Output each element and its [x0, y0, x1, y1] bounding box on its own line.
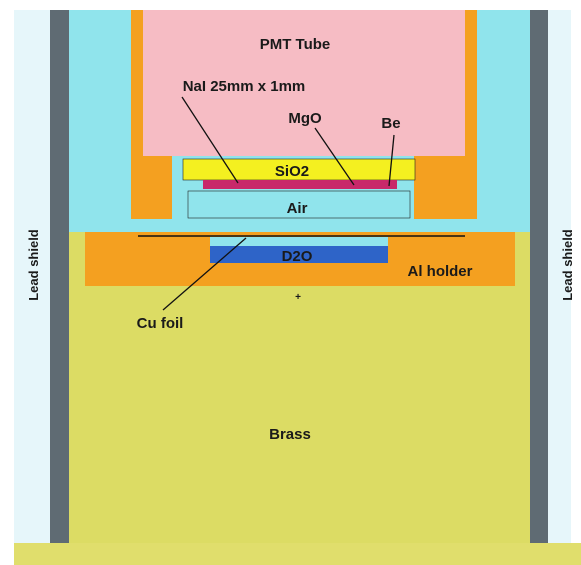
cu-foil-label: Cu foil [137, 315, 184, 332]
cu-foil-pointer [162, 237, 247, 311]
brass-label: Brass [269, 426, 311, 443]
nai-label: NaI 25mm x 1mm [183, 78, 306, 95]
air-layer [187, 190, 411, 219]
mgo-label: MgO [288, 110, 322, 127]
outer-right-region [548, 10, 571, 543]
nai-pointer [181, 96, 239, 184]
outer-left-region [14, 10, 50, 543]
be-pointer [388, 134, 395, 187]
pmt-tube-label: PMT Tube [260, 36, 331, 53]
sio2-label: SiO2 [275, 163, 309, 180]
lead-shield-right-bar [530, 10, 548, 543]
mgo-pointer [314, 127, 355, 186]
lead-shield-right-label: Lead shield [560, 229, 575, 301]
al-holder-label: Al holder [407, 263, 472, 280]
center-mark: + [295, 292, 301, 303]
lead-shield-left-label: Lead shield [26, 229, 41, 301]
pmt-tube [143, 10, 465, 156]
d2o-gap [210, 237, 388, 246]
nai-crystal [203, 180, 397, 189]
d2o-label: D2O [282, 248, 313, 265]
lead-shield-left-bar [50, 10, 69, 543]
floor-strip [14, 543, 581, 565]
air-label: Air [287, 200, 308, 217]
d2o-volume [210, 246, 388, 263]
be-label: Be [381, 115, 400, 132]
